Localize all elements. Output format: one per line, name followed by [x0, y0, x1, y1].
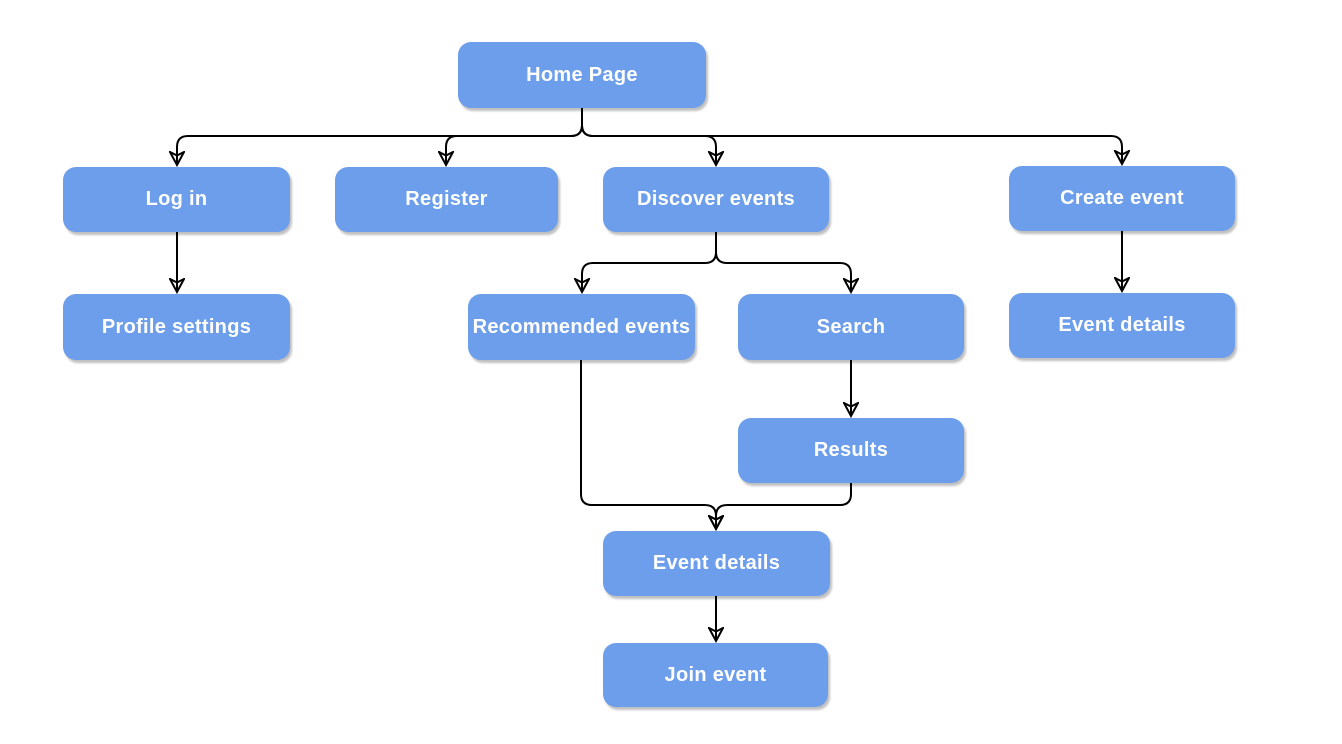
node-profile-settings[interactable]: Profile settings — [63, 294, 290, 360]
node-event-details-create[interactable]: Event details — [1009, 293, 1235, 358]
node-recommended-events-label: Recommended events — [472, 315, 691, 338]
node-profile-settings-label: Profile settings — [101, 315, 252, 338]
node-join-event-label: Join event — [664, 663, 767, 686]
node-register[interactable]: Register — [335, 167, 558, 232]
node-discover-events-label: Discover events — [637, 188, 795, 210]
node-home-page-label: Home Page — [526, 63, 638, 86]
node-discover-events[interactable]: Discover events — [603, 167, 829, 232]
node-log-in-label: Log in — [145, 188, 208, 210]
connector-discover-search — [715, 232, 851, 292]
node-create-event[interactable]: Create event — [1009, 166, 1235, 231]
node-log-in[interactable]: Log in — [63, 167, 290, 232]
node-results[interactable]: Results — [738, 418, 964, 483]
node-event-details-main-label: Event details — [652, 552, 781, 574]
node-results-label: Results — [813, 439, 889, 461]
node-search[interactable]: Search — [738, 294, 964, 360]
connector-discover-recommended-events — [582, 232, 717, 292]
node-event-details-create-label: Event details — [1058, 314, 1186, 336]
node-join-event[interactable]: Join event — [603, 643, 828, 707]
connector-results-event-details — [716, 483, 852, 529]
connector-recommended-event-details — [580, 360, 716, 529]
connector-homepage-create-event — [581, 108, 1122, 164]
node-register-label: Register — [405, 188, 488, 210]
node-home-page[interactable]: Home Page — [458, 42, 706, 108]
node-event-details-main[interactable]: Event details — [603, 531, 830, 596]
node-search-label: Search — [816, 315, 886, 338]
node-create-event-label: Create event — [1060, 187, 1184, 209]
connector-homepage-register — [446, 108, 583, 165]
node-recommended-events[interactable]: Recommended events — [468, 294, 695, 360]
